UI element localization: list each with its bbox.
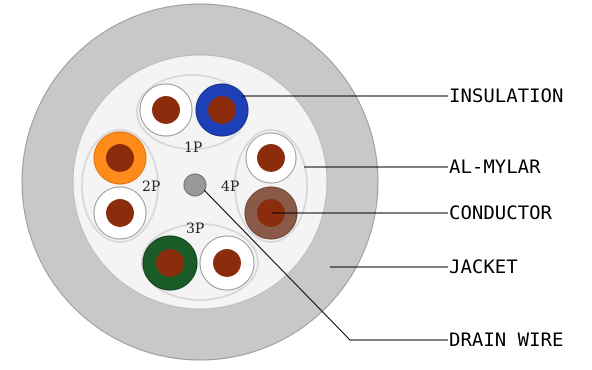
pair-2p <box>93 131 147 240</box>
pair-1p <box>139 83 249 137</box>
conductor <box>106 144 134 172</box>
leader-drain-wire <box>203 189 448 341</box>
conductor <box>257 199 285 227</box>
label-conductor: CONDUCTOR <box>449 202 553 224</box>
conductor <box>213 249 241 277</box>
conductor <box>208 96 236 124</box>
label-jacket: JACKET <box>449 256 518 278</box>
conductor <box>257 144 285 172</box>
pair-label-2p: 2P <box>142 179 160 195</box>
pair-label-3p: 3P <box>186 221 204 237</box>
shield-3p <box>141 223 259 301</box>
label-insulation: INSULATION <box>449 85 563 107</box>
pair-3p <box>142 235 255 291</box>
pair-4p <box>244 132 298 240</box>
leader-lines <box>203 95 448 341</box>
label-al-mylar: AL-MYLAR <box>449 156 541 178</box>
conductor <box>152 96 180 124</box>
label-drain-wire: DRAIN WIRE <box>449 329 563 351</box>
shield-4p <box>234 129 308 243</box>
conductor <box>106 199 134 227</box>
conductor <box>156 249 184 277</box>
shield-2p <box>81 129 159 243</box>
pair-label-1p: 1P <box>184 140 202 156</box>
pair-label-4p: 4P <box>221 179 239 195</box>
drain-wire <box>183 173 207 197</box>
